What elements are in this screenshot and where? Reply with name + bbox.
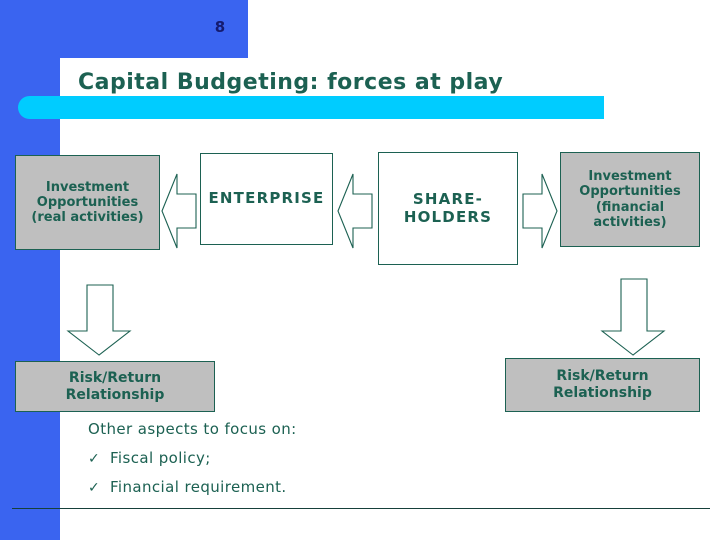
box-line: Investment <box>45 179 130 195</box>
arrow-right-icon <box>521 172 559 250</box>
page-title: Capital Budgeting: forces at play <box>78 69 504 95</box>
list-item-label: Financial requirement. <box>110 478 287 496</box>
box-line: HOLDERS <box>403 207 493 226</box>
cyan-accent-bar <box>18 96 604 119</box>
bullet-heading: Other aspects to focus on: <box>88 420 297 438</box>
box-risk-return-right: Risk/Return Relationship <box>505 358 700 412</box>
box-line: Opportunities <box>579 184 681 200</box>
list-item: ✓ Financial requirement. <box>88 478 648 496</box>
box-line: (real activities) <box>31 210 144 226</box>
footer-divider <box>12 508 710 509</box>
list-item: ✓ Fiscal policy; <box>88 449 648 467</box>
arrow-left-icon <box>336 172 374 250</box>
box-line: activities) <box>593 214 667 230</box>
box-enterprise: ENTERPRISE <box>200 153 333 245</box>
box-line: SHARE- <box>412 189 484 208</box>
box-line: Investment <box>588 168 672 184</box>
box-line: Opportunities <box>36 194 139 210</box>
slide-number: 8 <box>214 18 226 36</box>
box-shareholders: SHARE- HOLDERS <box>378 152 518 265</box>
box-line: Risk/Return <box>68 369 162 386</box>
box-line: Relationship <box>65 386 165 403</box>
box-line: Risk/Return <box>556 368 649 385</box>
box-line: ENTERPRISE <box>208 189 325 208</box>
left-blue-band <box>0 0 60 540</box>
box-line: (financial <box>595 199 665 215</box>
arrow-down-icon <box>600 277 666 357</box>
list-item-label: Fiscal policy; <box>110 449 211 467</box>
bullet-list: Other aspects to focus on: ✓ Fiscal poli… <box>88 420 648 507</box>
arrow-left-icon <box>160 172 198 250</box>
box-risk-return-left: Risk/Return Relationship <box>15 361 215 412</box>
check-icon: ✓ <box>88 451 101 467</box>
check-icon: ✓ <box>88 480 101 496</box>
top-blue-block <box>0 0 248 58</box>
box-investment-opportunities-financial: Investment Opportunities (financial acti… <box>560 152 700 247</box>
arrow-down-icon <box>66 283 132 357</box>
box-line: Relationship <box>553 385 652 401</box>
box-investment-opportunities-real: Investment Opportunities (real activitie… <box>15 155 160 250</box>
